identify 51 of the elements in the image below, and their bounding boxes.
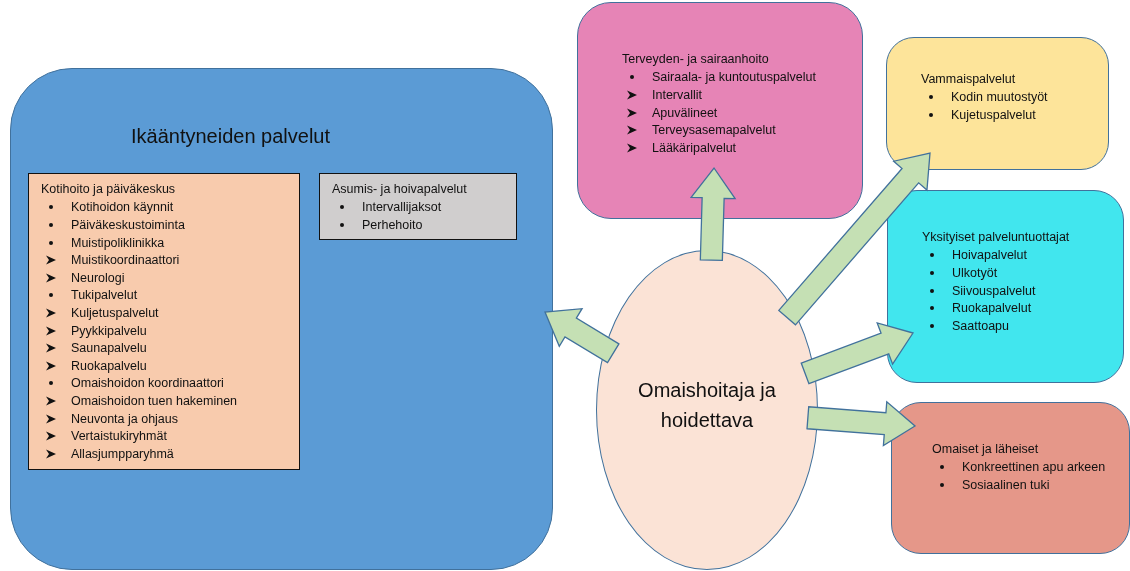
list-item-text: Muistipoliklinikka — [71, 235, 165, 250]
rounded-box — [891, 402, 1130, 554]
box-heading: Vammaispalvelut — [921, 71, 1017, 88]
list-item-text: Sairaala- ja kuntoutuspalvelut — [652, 70, 816, 85]
list-item-text: Apuvälineet — [652, 105, 718, 120]
list-item-text: Allasjumpparyhmä — [71, 446, 174, 461]
list-item-text: Terveysasemapalvelut — [652, 123, 776, 138]
list-item-text: Tukipalvelut — [71, 288, 138, 303]
list-item-text: Ruokapalvelut — [952, 301, 1032, 316]
list-item-text: Kuljetuspalvelut — [71, 305, 159, 320]
list-item-text: Muistikoordinaattori — [71, 253, 180, 268]
list-item-text: Perhehoito — [362, 218, 423, 232]
list-item-text: Kujetuspalvelut — [951, 108, 1036, 122]
box-heading: Omaiset ja läheiset — [932, 441, 1040, 458]
list-item-text: Saunapalvelu — [71, 341, 147, 356]
rounded-box — [577, 2, 863, 219]
list-item-text: Kodin muutostyöt — [951, 90, 1048, 105]
list-item-text: Kotihoidon käynnit — [71, 200, 174, 215]
list-item-text: Lääkäripalvelut — [652, 140, 737, 155]
list-item-text: Päiväkeskustoiminta — [71, 218, 185, 232]
list-item-text: Konkreettinen apu arkeen — [962, 460, 1106, 475]
list-item-text: Neurologi — [71, 270, 125, 285]
box-heading: Terveyden- ja sairaanhoito — [622, 51, 770, 68]
block-arrow — [544, 307, 620, 364]
list-box — [319, 173, 517, 240]
block-arrow — [777, 152, 931, 326]
block-arrow — [806, 400, 917, 447]
box-heading: Yksityiset palveluntuottajat — [922, 229, 1070, 246]
list-item-text: Hoivapalvelut — [952, 248, 1028, 263]
list-item-text: Siivouspalvelut — [952, 283, 1036, 298]
list-box — [28, 173, 300, 470]
rounded-box — [10, 68, 553, 570]
list-item-text: Vertaistukiryhmät — [71, 429, 167, 444]
list-item-text: Intervallit — [652, 88, 703, 102]
box-heading: Asumis- ja hoivapalvelut — [332, 181, 467, 198]
list-item-text: Omaishoidon tuen hakeminen — [71, 393, 238, 408]
list-item-text: Intervallijaksot — [362, 200, 442, 215]
block-arrow — [800, 321, 915, 385]
node-label: Omaishoitaja ja hoidettava — [637, 378, 777, 433]
list-item-text: Omaishoidon koordinaattori — [71, 376, 224, 391]
rounded-box — [887, 190, 1124, 383]
box-heading: Kotihoito ja päiväkeskus — [41, 181, 177, 198]
list-item-text: Ruokapalvelu — [71, 358, 147, 373]
block-arrow — [689, 166, 737, 262]
list-item-text: Sosiaalinen tuki — [962, 478, 1050, 492]
list-item-text: Neuvonta ja ohjaus — [71, 411, 179, 426]
group-title: Ikääntyneiden palvelut — [131, 124, 331, 149]
list-item-text: Pyykkipalvelu — [71, 323, 147, 338]
list-item-text: Ulkotyöt — [952, 266, 998, 280]
list-item-text: Saattoapu — [952, 318, 1009, 333]
rounded-box — [886, 37, 1109, 170]
